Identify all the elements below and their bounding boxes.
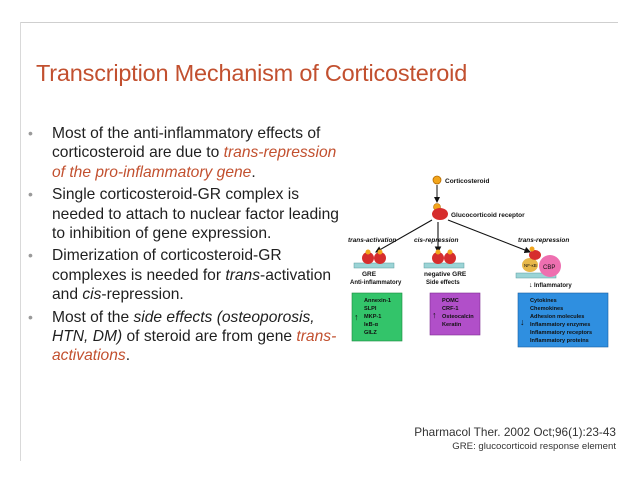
gene-keratin: Keratin	[442, 322, 462, 328]
gr-dimer-icon	[374, 252, 386, 264]
up-arrow-icon: ↑	[354, 312, 359, 322]
gene-cytokines: Cytokines	[530, 298, 557, 304]
gr-bound-icon	[529, 250, 541, 260]
down-arrow-icon: ↓	[529, 282, 533, 289]
gr-dimer-icon	[432, 252, 444, 264]
bullet-dot-icon: •	[28, 247, 33, 264]
gene-enzymes: Inflammatory enzymes	[530, 322, 590, 328]
corticosteroid-molecule-icon	[432, 175, 442, 185]
gre-label: GRE	[362, 271, 377, 278]
steroid-icon	[435, 249, 441, 255]
corticosteroid-label: Corticosteroid	[445, 178, 489, 185]
trans-activation-label: trans-activation	[348, 237, 396, 244]
steroid-icon	[447, 249, 453, 255]
receptor-label: Glucocorticoid receptor	[451, 212, 525, 219]
side-effect-genes-box	[429, 292, 481, 336]
nfkb-label: NF-κB	[524, 263, 537, 268]
gene-proteins: Inflammatory proteins	[530, 338, 589, 344]
inflammatory-genes-box	[517, 292, 609, 348]
bullet-item: •Single corticosteroid-GR complex is nee…	[28, 186, 339, 243]
gene-pomc: POMC	[442, 298, 459, 304]
dna-negative-gre-segment	[423, 262, 465, 269]
gene-annexin: Annexin-1	[364, 298, 391, 304]
glucocorticoid-receptor-icon	[432, 208, 448, 220]
left-rule	[20, 22, 21, 461]
down-arrow-icon: ↑	[432, 310, 437, 320]
gene-slpi: SLPI	[364, 306, 377, 312]
gene-adhesion: Adhesion molecules	[530, 314, 584, 320]
citation-reference: Pharmacol Ther. 2002 Oct;96(1):23-43	[414, 425, 616, 439]
gr-dimer-icon	[362, 252, 374, 264]
gene-receptors: Inflammatory receptors	[530, 330, 592, 336]
top-rule	[20, 22, 618, 23]
gene-mkp1: MKP-1	[364, 314, 381, 320]
citation: Pharmacol Ther. 2002 Oct;96(1):23-43 GRE…	[414, 425, 616, 452]
anti-inflammatory-label: Anti-inflammatory	[350, 280, 402, 286]
inflammatory-label: Inflammatory	[534, 283, 572, 289]
negative-gre-label: negative GRE	[424, 271, 467, 278]
cis-repression-label: cis-repression	[414, 237, 458, 244]
nfkb-icon	[522, 258, 538, 272]
down-arrow-icon: ↓	[520, 317, 525, 327]
bullet-list: •Most of the anti-inflammatory effects o…	[28, 124, 346, 369]
arrow-trans-activation	[375, 219, 433, 253]
dna-gre-segment	[353, 262, 395, 269]
gene-chemokines: Chemokines	[530, 306, 563, 312]
side-effects-label: Side effects	[426, 280, 460, 286]
steroid-icon	[377, 249, 383, 255]
steroid-icon	[529, 246, 535, 252]
slide-title: Transcription Mechanism of Corticosteroi…	[36, 60, 468, 86]
bullet-item: •Most of the side effects (osteoporosis,…	[28, 308, 337, 365]
cbp-label: CBP	[543, 265, 555, 271]
bullet-dot-icon: •	[28, 308, 33, 325]
bullet-dot-icon: •	[28, 125, 33, 141]
citation-note: GRE: glucocorticoid response element	[452, 441, 616, 452]
gene-crf1: CRF-1	[442, 306, 458, 312]
dna-nfkb-segment	[515, 272, 557, 279]
mechanism-diagram: Corticosteroid Glucocorticoid receptor t…	[348, 175, 609, 348]
gene-ikb: IκB-α	[364, 322, 379, 328]
steroid-icon	[365, 249, 371, 255]
gr-dimer-icon	[444, 252, 456, 264]
cbp-icon	[539, 255, 561, 277]
gene-gilz: GILZ	[364, 330, 377, 336]
bullet-dot-icon: •	[28, 186, 33, 203]
bullet-item: •Most of the anti-inflammatory effects o…	[28, 125, 337, 181]
gene-osteocalcin: Osteocalcin	[442, 314, 474, 320]
arrow-trans-repression	[447, 219, 532, 254]
bullet-item: •Dimerization of corticosteroid-GR compl…	[28, 247, 332, 304]
anti-inflammatory-genes-box	[351, 292, 403, 342]
trans-repression-label: trans-repression	[518, 237, 569, 244]
